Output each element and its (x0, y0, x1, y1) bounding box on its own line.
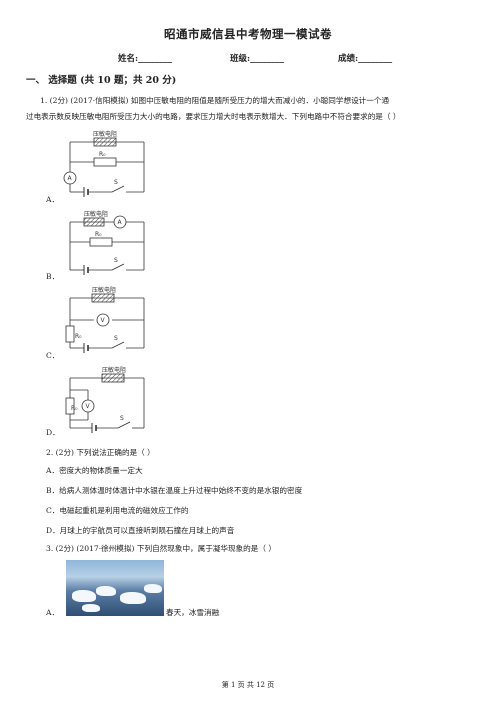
r0-label-d: R₀ (71, 405, 78, 412)
class-field: 班级:________ (230, 54, 285, 64)
name-field: 姓名:________ (118, 54, 173, 64)
r0-label-a: R₀ (99, 151, 106, 158)
switch-label-a: S (114, 179, 118, 186)
r0-label-b: R₀ (95, 231, 102, 238)
circuit-diagram-d: 压敏电阻 R₀ V S (65, 366, 145, 433)
voltmeter-d: V (86, 403, 91, 410)
ammeter-b: A (118, 219, 123, 226)
score-field: 成绩:________ (338, 54, 393, 64)
switch-label-c: S (114, 335, 118, 342)
q2-option-c: C．电磁起重机是利用电流的磁效应工作的 (46, 506, 189, 515)
q1-option-c-label: C． (46, 351, 60, 360)
circuit-diagram-b: 压敏电阻 A R₀ S (69, 210, 145, 275)
switch-label-b: S (114, 257, 118, 264)
circuit-diagram-a: 压敏电阻 R₀ A S (63, 130, 145, 197)
q1-option-d-label: D． (46, 428, 60, 437)
switch-label-d: S (120, 415, 124, 422)
q3-option-a-text: 春天，冰雪消融 (166, 608, 220, 617)
q2-option-b: B．给病人测体温时体温计中水银在温度上升过程中始终不变的是水银的密度 (46, 486, 303, 495)
q2-stem: 2. (2分) 下列说法正确的是（ ） (46, 448, 155, 457)
q1-option-a-label: A． (46, 195, 60, 204)
pressure-resistor-label-c: 压敏电阻 (92, 286, 116, 294)
pressure-resistor-label-b: 压敏电阻 (84, 210, 108, 218)
ammeter-a: A (68, 175, 73, 182)
q1-option-b-label: B． (46, 272, 60, 281)
section-heading: 一、 选择题 (共 10 题；共 20 分) (26, 75, 177, 86)
melting-ice-photo (66, 560, 164, 616)
q3-option-a-label: A． (46, 608, 60, 617)
page-footer: 第 1 页 共 12 页 (221, 681, 275, 689)
pressure-resistor-label-a: 压敏电阻 (93, 130, 117, 138)
q3-stem: 3. (2分) (2017·徐州模拟) 下列自然现象中，属于凝华现象的是（ ） (46, 544, 276, 553)
q1-stem-line2: 过电表示数反映压敏电阻所受压力大小的电路，要求压力增大时电表示数增大．下列电路中… (26, 112, 401, 121)
pressure-resistor-label-d: 压敏电阻 (102, 366, 126, 374)
voltmeter-c: V (101, 317, 106, 324)
q1-stem-line1: 1. (2分) (2017·信阳模拟) 如图中压敏电阻的阻值是随所受压力的增大而… (40, 96, 390, 105)
r0-label-c: R₀ (75, 333, 82, 340)
q2-option-a: A．密度大的物体质量一定大 (46, 466, 143, 475)
circuit-diagram-c: 压敏电阻 V R₀ S (65, 286, 145, 353)
q2-option-d: D．月球上的宇航员可以直接听到陨石撞在月球上的声音 (46, 526, 235, 535)
document-title: 昭通市威信县中考物理一模试卷 (164, 27, 332, 41)
